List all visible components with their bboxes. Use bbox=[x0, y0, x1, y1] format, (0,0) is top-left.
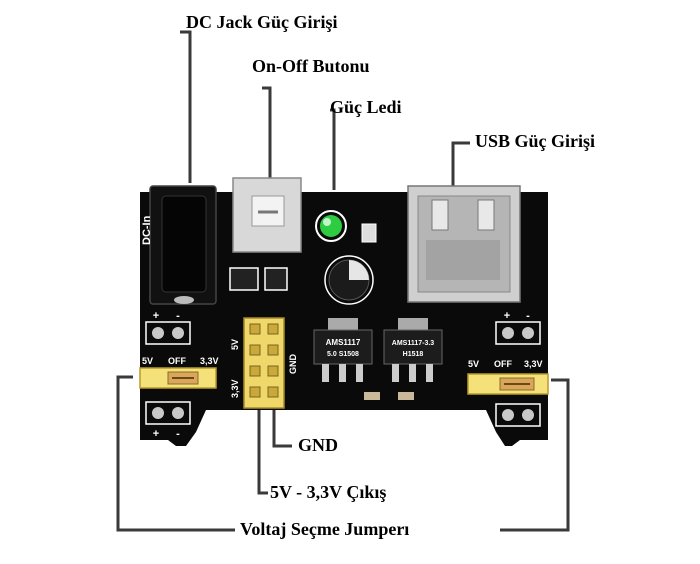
pin-33v-label: 3,3V bbox=[230, 379, 240, 398]
left-voltage-jumper bbox=[139, 367, 217, 389]
pin-gnd-label: GND bbox=[288, 354, 298, 375]
dc-jack bbox=[149, 185, 217, 305]
diode bbox=[229, 267, 259, 291]
right-off-label: OFF bbox=[494, 359, 512, 369]
right-top-rail-pins bbox=[495, 321, 541, 345]
left-top-minus: - bbox=[176, 310, 180, 322]
reg2-line1: AMS1117-3.3 bbox=[392, 340, 435, 347]
on-off-switch bbox=[232, 177, 302, 253]
left-top-rail-pins bbox=[145, 321, 191, 345]
leader-jumper-left bbox=[116, 375, 235, 532]
left-top-plus: + bbox=[153, 310, 159, 322]
leader-output bbox=[257, 410, 268, 495]
right-33v-label: 3,3V bbox=[524, 359, 543, 369]
smd-part bbox=[264, 267, 288, 291]
dc-jack-label: DC Jack Güç Girişi bbox=[186, 12, 338, 32]
smd-resistor-2 bbox=[398, 392, 414, 400]
leader-jumper-right bbox=[500, 378, 570, 532]
output-pin-header bbox=[243, 317, 285, 409]
reg1-line1: AMS1117 bbox=[326, 338, 361, 347]
right-top-plus: + bbox=[504, 310, 510, 322]
leader-dc-jack bbox=[180, 30, 192, 183]
right-5v-label: 5V bbox=[468, 359, 479, 369]
jumper-label: Voltaj Seçme Jumperı bbox=[240, 519, 410, 539]
usb-label: USB Güç Girişi bbox=[475, 131, 596, 151]
reg1-line2: 5.0 S1508 bbox=[327, 351, 359, 358]
leader-gnd bbox=[272, 410, 292, 448]
output-label: 5V - 3,3V Çıkış bbox=[270, 482, 387, 502]
smd-resistor-1 bbox=[364, 392, 380, 400]
left-5v-label: 5V bbox=[142, 356, 153, 366]
left-bottom-plus: + bbox=[153, 428, 159, 440]
gnd-label: GND bbox=[298, 435, 338, 455]
right-top-minus: - bbox=[526, 310, 530, 322]
leader-usb bbox=[451, 141, 470, 186]
regulator-5v: AMS1117 5.0 S1508 bbox=[313, 318, 373, 382]
pin-5v-label: 5V bbox=[230, 339, 240, 350]
left-bottom-minus: - bbox=[176, 428, 180, 440]
right-bottom-rail-pins bbox=[495, 403, 541, 427]
left-off-label: OFF bbox=[168, 356, 186, 366]
regulator-3v3: AMS1117-3.3 H1518 bbox=[383, 318, 443, 382]
leader-on-off bbox=[262, 86, 272, 182]
right-voltage-jumper bbox=[467, 373, 549, 395]
power-led-label: Güç Ledi bbox=[330, 97, 402, 117]
capacitor bbox=[324, 255, 374, 305]
reg2-line2: H1518 bbox=[403, 351, 424, 358]
usb-port bbox=[407, 185, 521, 303]
leader-lines bbox=[116, 30, 570, 532]
left-33v-label: 3,3V bbox=[200, 356, 219, 366]
on-off-label: On-Off Butonu bbox=[252, 56, 370, 76]
left-bottom-rail-pins bbox=[145, 401, 191, 425]
dc-in-silkscreen: DC-In bbox=[141, 215, 153, 245]
power-led bbox=[315, 210, 347, 242]
leader-power-led bbox=[330, 108, 336, 190]
led-resistor bbox=[361, 223, 377, 243]
